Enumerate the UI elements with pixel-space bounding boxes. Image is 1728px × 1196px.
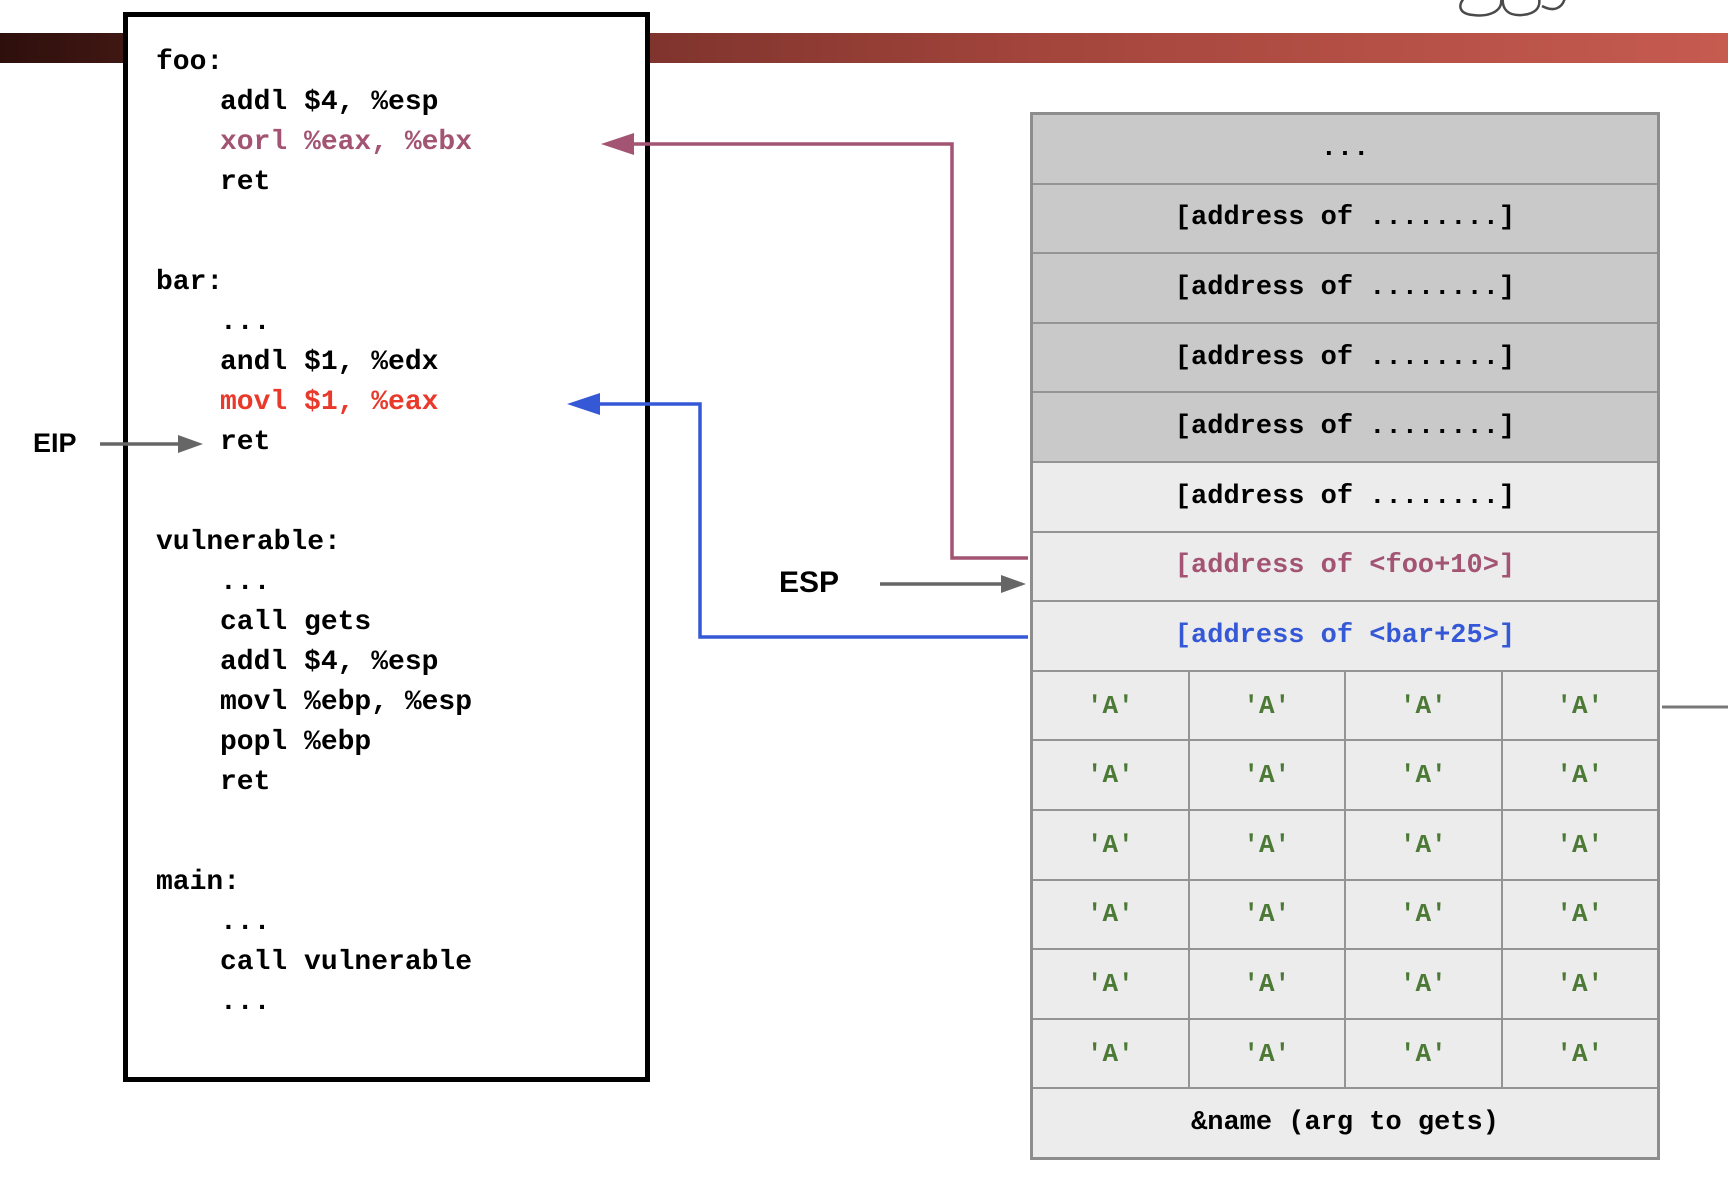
code-instruction-line: ret: [220, 767, 271, 798]
code-instruction-line: ...: [220, 907, 271, 938]
stack-byte-cell: 'A': [1189, 880, 1344, 949]
stack-row-overflow-bytes: 'A''A''A''A': [1033, 741, 1657, 809]
stack-byte-cell: 'A': [1502, 671, 1657, 740]
code-instruction-line: popl %ebp: [220, 727, 372, 758]
code-label-line: vulnerable:: [156, 527, 341, 558]
stack-byte-cell: 'A': [1502, 1019, 1657, 1088]
code-instruction-line: xorl %eax, %ebx: [220, 127, 473, 158]
esp-label: ESP: [779, 566, 840, 599]
code-blank-line: [156, 463, 645, 523]
code-label-line: foo:: [156, 47, 224, 78]
code-instruction-line: call gets: [220, 607, 372, 638]
stack-byte-cell: 'A': [1346, 950, 1501, 1018]
stack-byte-cell: 'A': [1502, 950, 1657, 1018]
stack-byte-cell: 'A': [1033, 671, 1188, 740]
stack-row: [address of ........]: [1033, 323, 1657, 392]
stack-row-overflow-bytes: 'A''A''A''A': [1033, 880, 1657, 949]
esp-arrow: [880, 575, 1026, 593]
stack-byte-cell: 'A': [1189, 741, 1344, 809]
code-instruction-line: addl $4, %esp: [220, 87, 439, 118]
stack-row-overflow-bytes: 'A''A''A''A': [1033, 950, 1657, 1018]
assembly-code-lines: foo: addl $4, %esp xorl %eax, %ebx ret bar:.…: [128, 17, 645, 1023]
stack-byte-cell: 'A': [1346, 671, 1501, 740]
stack-byte-cell: 'A': [1033, 741, 1188, 809]
stack-row-overflow-bytes: 'A''A''A''A': [1033, 671, 1657, 740]
stack-row: [address of ........]: [1033, 393, 1657, 461]
stack-byte-cell: 'A': [1502, 810, 1657, 879]
stack-row-overflow-bytes: 'A''A''A''A': [1033, 1019, 1657, 1088]
code-instruction-line: andl $1, %edx: [220, 347, 439, 378]
code-blank-line: [156, 803, 645, 863]
code-instruction-line: ...: [220, 307, 271, 338]
code-label-line: main:: [156, 867, 241, 898]
stack-row: [address of ........]: [1033, 184, 1657, 253]
code-instruction-line: ...: [220, 567, 271, 598]
code-instruction-line: ret: [220, 427, 271, 458]
stack-byte-cell: 'A': [1346, 810, 1501, 879]
stack-byte-cell: 'A': [1033, 880, 1188, 949]
stack-row: [address of ........]: [1033, 462, 1657, 531]
code-blank-line: [156, 203, 645, 263]
stack-byte-cell: 'A': [1346, 741, 1501, 809]
stack-byte-cell: 'A': [1033, 810, 1188, 879]
stack-row: [address of ........]: [1033, 254, 1657, 322]
stack-byte-cell: 'A': [1033, 950, 1188, 1018]
code-instruction-line: call vulnerable: [220, 947, 473, 978]
code-instruction-line: ...: [220, 987, 271, 1018]
stack-byte-cell: 'A': [1346, 1019, 1501, 1088]
stack-byte-cell: 'A': [1189, 810, 1344, 879]
stack-byte-cell: 'A': [1189, 950, 1344, 1018]
stack-row: [address of <bar+25>]: [1033, 602, 1657, 670]
code-label-line: bar:: [156, 267, 224, 298]
stack-byte-cell: 'A': [1189, 671, 1344, 740]
eip-label: EIP: [33, 428, 77, 458]
stack-byte-cell: 'A': [1502, 741, 1657, 809]
stack-row-overflow-bytes: 'A''A''A''A': [1033, 810, 1657, 879]
stack-byte-cell: 'A': [1033, 1019, 1188, 1088]
stack-byte-cell: 'A': [1189, 1019, 1344, 1088]
doodle-icon: [1459, 0, 1566, 17]
code-instruction-line: movl $1, %eax: [220, 387, 439, 418]
stack-byte-cell: 'A': [1346, 880, 1501, 949]
stack-byte-cell: 'A': [1502, 880, 1657, 949]
code-instruction-line: addl $4, %esp: [220, 647, 439, 678]
code-instruction-line: movl %ebp, %esp: [220, 687, 473, 718]
stack-table: ...[address of ........][address of ....…: [1030, 112, 1660, 1160]
foo-gadget-arrow: [601, 133, 1028, 560]
code-instruction-line: ret: [220, 167, 271, 198]
stack-row: ...: [1033, 115, 1657, 183]
assembly-code-box: foo: addl $4, %esp xorl %eax, %ebx ret bar:.…: [123, 12, 650, 1082]
stack-row: [address of <foo+10>]: [1033, 532, 1657, 601]
stack-row: &name (arg to gets): [1033, 1089, 1657, 1157]
